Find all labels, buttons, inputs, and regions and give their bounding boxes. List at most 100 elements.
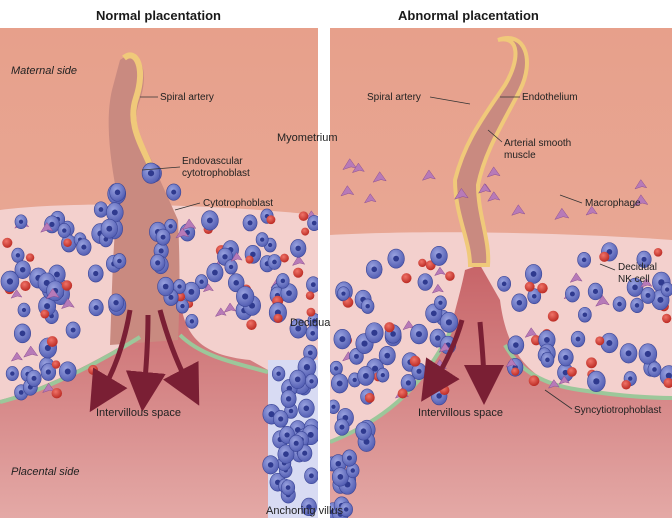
cell-nucleus [99,207,104,212]
red-cell [47,336,58,347]
cell-nucleus [112,209,118,215]
red-cell [445,271,455,281]
cell-nucleus [188,289,194,295]
cell-nucleus [20,267,25,272]
cell-nucleus [628,376,632,380]
cell-nucleus [81,245,86,250]
cell-nucleus [582,258,587,263]
red-cell [511,368,519,376]
cell-nucleus [268,462,274,468]
cell-nucleus [347,456,352,461]
cell-nucleus [365,304,369,308]
cell-nucleus [517,300,522,305]
cell-nucleus [570,291,575,296]
cell-nucleus [436,393,442,399]
cell-nucleus [341,291,345,295]
cell-nucleus [335,461,341,467]
cell-nucleus [576,337,581,342]
red-cell [586,357,597,368]
cell-nucleus [161,235,166,240]
endovascular-label-line1: Endovascular [182,156,243,167]
cell-nucleus [62,228,66,232]
cell-nucleus [406,380,411,385]
cell-nucleus [339,336,345,342]
cell-nucleus [260,237,264,241]
cell-nucleus [371,267,377,273]
smooth-muscle-label-line1: Arterial smooth [504,138,571,149]
cell-nucleus [304,405,310,411]
cell-nucleus [229,265,233,269]
red-cell [525,282,535,292]
cell-nucleus [278,416,283,421]
red-cell [537,283,548,294]
cytotrophoblast-label: Cytotrophoblast [203,198,273,209]
cell-nucleus [331,405,335,409]
cell-nucleus [513,342,519,348]
cell-nucleus [593,289,598,294]
cell-nucleus [180,304,184,308]
cell-nucleus [361,341,367,347]
cell-nucleus [10,371,14,375]
intervillous-space-label-right: Intervillous space [418,408,503,419]
cell-nucleus [283,451,289,457]
smooth-muscle-label-line2: muscle [504,150,536,161]
myometrium-label: Myometrium [277,133,338,144]
red-cell [307,308,316,317]
red-cell [621,380,630,389]
red-cell [293,268,303,278]
red-cell [62,280,72,290]
cell-nucleus [309,473,314,478]
cell-nucleus [446,319,452,325]
cell-nucleus [302,451,307,456]
cell-nucleus [49,222,54,227]
cell-nucleus [281,279,286,284]
cell-nucleus [666,373,672,379]
intervillous-space-label-left: Intervillous space [96,408,181,419]
cell-nucleus [159,248,164,253]
cell-nucleus [344,507,348,511]
cell-nucleus [354,354,359,359]
title-normal: Normal placentation [96,8,221,23]
red-cell [595,336,604,345]
cell-nucleus [361,428,367,434]
cell-nucleus [652,367,657,372]
red-cell [301,228,309,236]
cell-nucleus [248,220,253,225]
red-cell [2,238,12,248]
red-cell [88,365,98,375]
cell-nucleus [148,170,154,176]
red-cell [306,291,314,299]
panel-divider [318,0,330,518]
cell-nucleus [353,378,357,382]
cell-nucleus [190,319,194,323]
red-cell [398,388,408,398]
endothelium-label: Endothelium [522,92,578,103]
cell-nucleus [545,358,550,363]
macrophage-label: Macrophage [585,198,641,209]
cell-nucleus [168,295,173,300]
red-cell [266,215,275,224]
cell-nucleus [242,293,248,299]
cell-nucleus [276,372,280,376]
cell-nucleus [268,243,272,247]
cell-nucleus [363,373,369,379]
title-abnormal: Abnormal placentation [398,8,539,23]
cell-nucleus [19,390,24,395]
cell-nucleus [286,485,291,490]
cell-nucleus [606,340,612,346]
red-cell [410,356,421,367]
red-cell [384,322,394,332]
red-cell [40,310,49,319]
red-cell [418,259,426,267]
nk-cell-label-line2: NK cell [618,274,650,285]
cell-nucleus [308,432,314,438]
cell-nucleus [44,303,50,309]
cell-nucleus [435,335,440,340]
red-cell [246,256,254,264]
cell-nucleus [233,280,239,286]
cell-nucleus [199,280,203,284]
red-cell [401,273,411,283]
placental-side-label: Placental side [11,467,80,478]
cell-nucleus [626,350,632,356]
spiral-artery-label-left: Spiral artery [160,92,214,103]
